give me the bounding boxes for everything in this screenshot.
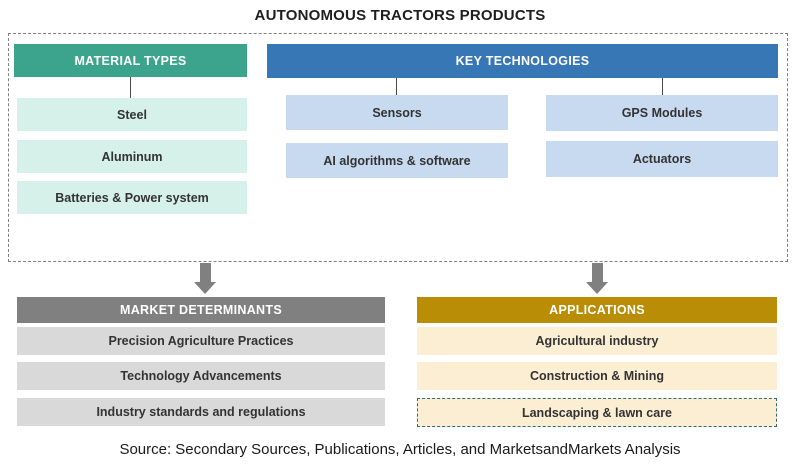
down-arrow-right [586,263,608,294]
material-types-header: MATERIAL TYPES [14,44,247,77]
technology-item-sensors: Sensors [286,95,508,130]
technology-item-actuators: Actuators [546,141,778,177]
material-types-connector-line [130,77,131,98]
down-arrow-right-stem [591,263,603,282]
application-item-landscaping-lawn-care: Landscaping & lawn care [417,398,777,427]
material-item-batteries: Batteries & Power system [17,181,247,214]
determinant-item-industry-standards: Industry standards and regulations [17,398,385,426]
key-technologies-header: KEY TECHNOLOGIES [267,44,778,78]
application-item-agricultural-industry: Agricultural industry [417,327,777,355]
material-item-steel: Steel [17,98,247,131]
diagram-title: AUTONOMOUS TRACTORS PRODUCTS [254,7,546,24]
material-item-aluminum: Aluminum [17,140,247,173]
down-arrow-right-head [586,282,608,294]
key-technologies-connector-line-left [396,78,397,95]
products-container-outline [8,33,788,262]
down-arrow-left-head [194,282,216,294]
determinant-item-precision-agriculture: Precision Agriculture Practices [17,327,385,355]
down-arrow-left-stem [199,263,211,282]
technology-item-ai-algorithms: AI algorithms & software [286,143,508,178]
application-item-construction-mining: Construction & Mining [417,362,777,390]
applications-header: APPLICATIONS [417,297,777,323]
determinant-item-technology-advancements: Technology Advancements [17,362,385,390]
technology-item-gps-modules: GPS Modules [546,95,778,131]
down-arrow-left [194,263,216,294]
source-note: Source: Secondary Sources, Publications,… [119,441,681,458]
key-technologies-connector-line-right [662,78,663,95]
market-determinants-header: MARKET DETERMINANTS [17,297,385,323]
